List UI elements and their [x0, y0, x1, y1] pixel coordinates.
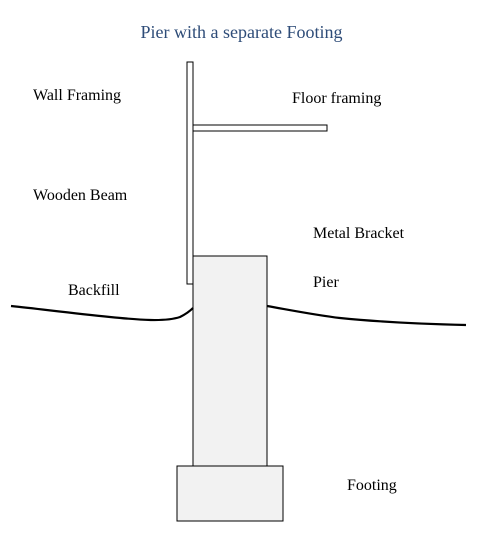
label-floor-framing: Floor framing	[292, 90, 382, 107]
footing-block	[176, 465, 284, 522]
label-footing: Footing	[347, 477, 397, 494]
label-pier: Pier	[313, 274, 339, 291]
ground-line-right	[266, 304, 467, 327]
diagram-title: Pier with a separate Footing	[140, 22, 343, 42]
floor-framing-member	[192, 124, 328, 132]
wall-framing-member	[186, 61, 194, 285]
label-backfill: Backfill	[68, 282, 120, 299]
label-wooden-beam: Wooden Beam	[33, 187, 128, 204]
label-wall-framing: Wall Framing	[33, 87, 122, 104]
ground-line-left	[10, 304, 194, 322]
pier-block	[192, 255, 268, 467]
label-metal-bracket: Metal Bracket	[313, 225, 405, 242]
